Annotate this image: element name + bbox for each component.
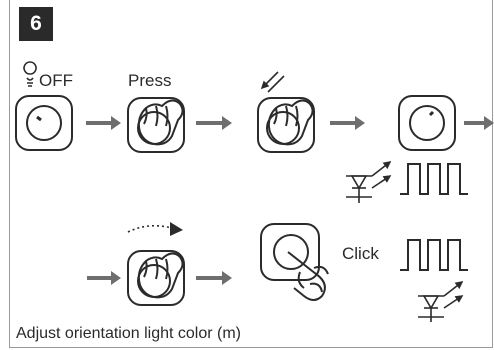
off-label: OFF (39, 71, 73, 90)
light-emission-icon (346, 161, 392, 203)
knob-icon (398, 95, 456, 151)
finger-click-icon (260, 223, 329, 301)
pulse-wave-icon (400, 239, 468, 271)
knob-icon (15, 95, 73, 151)
step-caption: Adjust orientation light color (m) (16, 325, 241, 342)
hand-rotate-icon (127, 250, 185, 306)
pulse-wave-icon (400, 163, 468, 195)
hand-press-icon (257, 97, 315, 153)
step-number-badge: 6 (19, 7, 53, 41)
arrow-icon (330, 116, 365, 130)
light-emission-icon (418, 281, 464, 322)
click-label: Click (342, 244, 379, 263)
bulb-icon (23, 61, 37, 87)
rotate-arrow-icon (127, 222, 183, 236)
arrow-icon (86, 116, 121, 130)
press-label: Press (128, 71, 172, 90)
arrow-icon (464, 116, 494, 130)
arrow-icon (196, 116, 232, 130)
arrow-icon (196, 271, 232, 285)
press-down-arrow-icon (260, 71, 285, 93)
instruction-panel (9, 0, 493, 348)
arrow-icon (87, 271, 121, 285)
hand-press-icon (127, 97, 185, 153)
